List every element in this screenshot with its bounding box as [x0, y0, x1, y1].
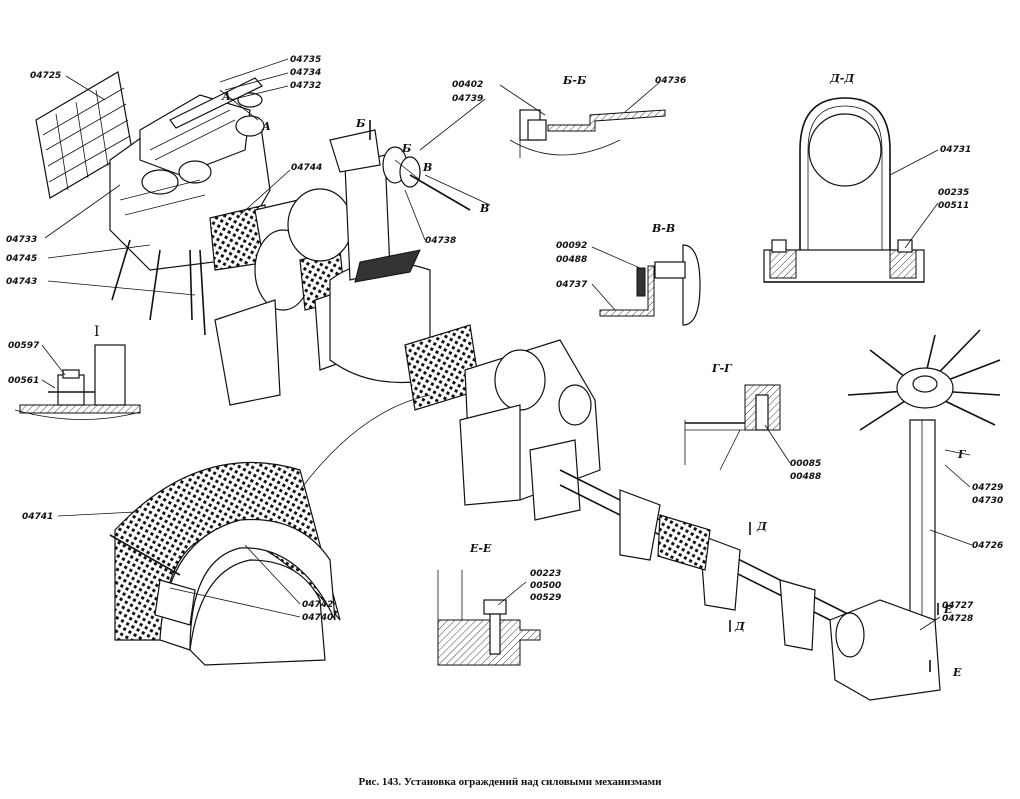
callout-04727: 04727 [942, 601, 974, 611]
gearbox-assembly [404, 324, 861, 651]
callout-labels: 04725 04735 04734 04732 00402 04739 0473… [6, 55, 1003, 624]
section-title-vv: В-В [651, 222, 675, 235]
cut-letter-e2: Е [952, 666, 962, 679]
section-titles: Б-Б Д-Д В-В Г-Г Е-Е I [94, 72, 854, 555]
section-bb [509, 109, 666, 158]
callout-00085: 00085 [790, 459, 821, 469]
callout-04730: 04730 [972, 496, 1003, 506]
figure-caption: Рис. 143. Установка ограждений над силов… [358, 776, 662, 788]
callout-04735: 04735 [290, 55, 321, 65]
section-title-ee: Е-Е [469, 542, 492, 555]
callout-04741: 04741 [22, 512, 53, 522]
callout-04729: 04729 [972, 483, 1003, 493]
cut-letter-v2: В [479, 202, 489, 215]
callout-04738: 04738 [425, 236, 456, 246]
callout-04740: 04740 [302, 613, 333, 623]
callout-00597: 00597 [8, 341, 40, 351]
callout-04743: 04743 [6, 277, 37, 287]
cut-letter-v1: В [422, 161, 432, 174]
section-ee [437, 570, 541, 666]
callout-00402: 00402 [452, 80, 483, 90]
callout-00488-a: 00488 [556, 255, 587, 265]
detail-label-I: I [94, 324, 100, 340]
section-title-dd: Д-Д [829, 72, 854, 85]
section-title-bb: Б-Б [562, 74, 587, 87]
cut-letter-b1: Б [355, 117, 366, 130]
callout-00223: 00223 [530, 569, 561, 579]
callout-04737: 04737 [556, 280, 588, 290]
section-title-gg: Г-Г [711, 362, 733, 375]
callout-00092: 00092 [556, 241, 587, 251]
section-vv [599, 244, 701, 326]
callout-00235: 00235 [938, 188, 969, 198]
cut-letter-g1: Г [957, 448, 967, 461]
callout-04728: 04728 [942, 614, 973, 624]
section-gg [684, 384, 781, 471]
callout-04739: 04739 [452, 94, 483, 104]
cut-letter-a1: А [221, 90, 231, 103]
cut-marks [219, 89, 971, 672]
callout-04733: 04733 [6, 235, 37, 245]
callout-04736: 04736 [655, 76, 686, 86]
detail-I [14, 344, 141, 420]
callout-04745: 04745 [6, 254, 37, 264]
cut-letter-d1: Д [756, 520, 767, 533]
cut-letter-d2: Д [734, 620, 745, 633]
callout-00529: 00529 [530, 593, 561, 603]
cut-letter-b2: Б [401, 142, 412, 155]
callout-04726: 04726 [972, 541, 1003, 551]
cut-letter-a2: А [261, 120, 271, 133]
leader-lines [41, 58, 973, 631]
callout-04731: 04731 [940, 145, 971, 155]
cut-letter-e1: Е [943, 603, 953, 616]
ladder-guard [35, 71, 133, 199]
callout-04725: 04725 [30, 71, 61, 81]
fan-assembly [829, 329, 1001, 701]
section-dd [763, 97, 925, 283]
pillar-shaft [329, 129, 471, 283]
callout-04734: 04734 [290, 68, 321, 78]
callout-00500: 00500 [530, 581, 561, 591]
callout-00561: 00561 [8, 376, 39, 386]
callout-04744: 04744 [291, 163, 322, 173]
compressor-assembly [35, 71, 431, 406]
cut-mark-letters: А А Б Б В В Г Д Д Е Е [221, 90, 967, 679]
mesh-guard-detail [109, 394, 431, 666]
callout-00488-b: 00488 [790, 472, 821, 482]
callout-04742: 04742 [302, 600, 333, 610]
callout-00511: 00511 [938, 201, 969, 211]
callout-04732: 04732 [290, 81, 321, 91]
